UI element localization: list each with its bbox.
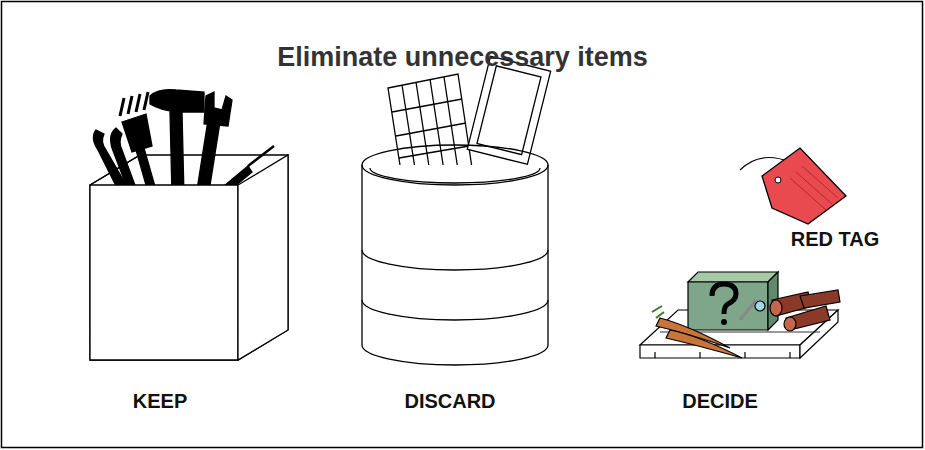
section-label: DISCARD <box>375 390 525 413</box>
section-label: DECIDE <box>645 390 795 413</box>
discard-bin <box>362 56 551 365</box>
red-tag <box>740 148 846 224</box>
question-symbol <box>712 284 736 314</box>
section-label: RED TAG <box>770 228 900 251</box>
logs <box>770 290 840 331</box>
decide-pallet <box>640 272 840 358</box>
diagram-title: Eliminate unnecessary items <box>0 42 925 73</box>
tool-box <box>90 90 288 360</box>
grid-panel <box>388 74 472 178</box>
section-label: KEEP <box>90 390 230 413</box>
carrots <box>652 306 742 358</box>
